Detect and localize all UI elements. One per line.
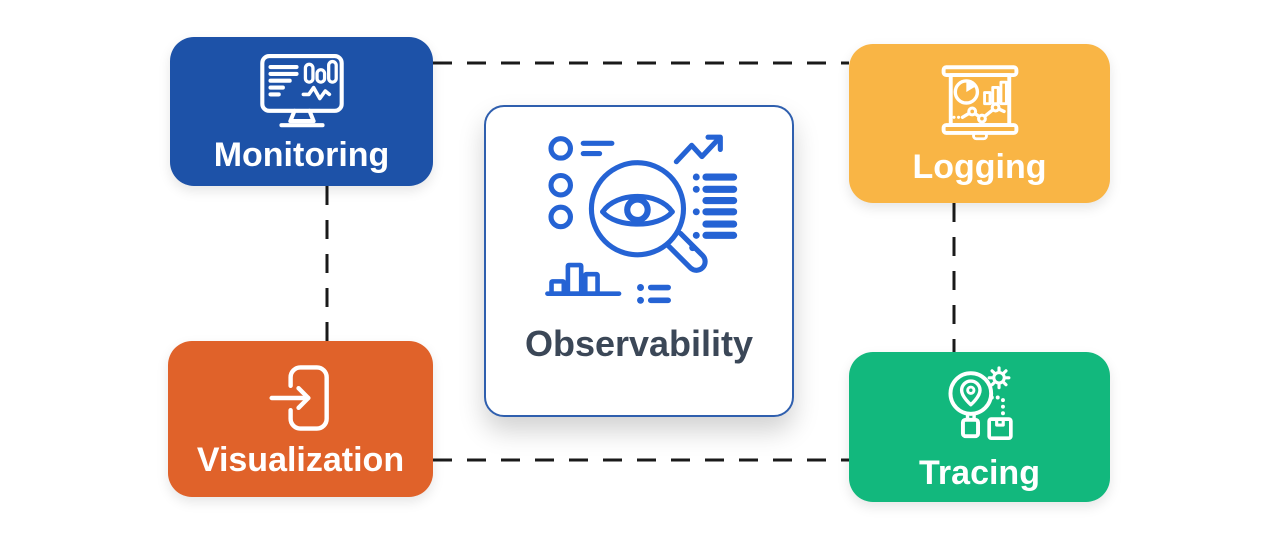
presentation-board-charts-icon bbox=[938, 64, 1022, 142]
node-tracing: Tracing bbox=[849, 352, 1110, 502]
eye-magnifier-analytics-icon bbox=[537, 131, 742, 309]
node-visualization: Visualization bbox=[168, 341, 433, 497]
node-tracing-label: Tracing bbox=[919, 454, 1040, 492]
center-card-label: Observability bbox=[524, 323, 754, 364]
center-card-observability: Observability bbox=[484, 105, 794, 417]
node-logging-label: Logging bbox=[912, 147, 1047, 186]
node-monitoring-label: Monitoring bbox=[213, 135, 390, 174]
node-visualization-label: Visualization bbox=[196, 441, 405, 479]
node-logging: Logging bbox=[849, 44, 1110, 203]
monitor-metrics-icon bbox=[258, 52, 346, 130]
enter-door-arrow-icon bbox=[268, 361, 334, 435]
magnifier-location-package-icon bbox=[938, 364, 1022, 448]
node-monitoring: Monitoring bbox=[170, 37, 433, 186]
